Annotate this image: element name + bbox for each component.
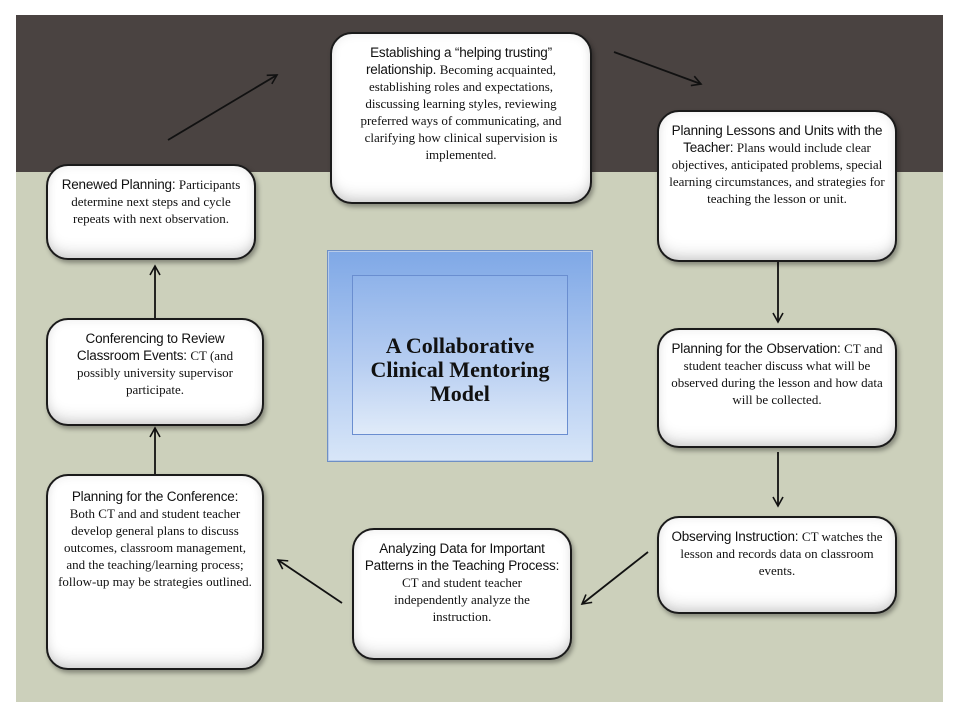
arrow-observing-to-analyzing [580, 551, 649, 606]
node-conferencing: Conferencing to Review Classroom Events:… [46, 318, 264, 426]
node-planning-conference: Planning for the Conference: Both CT and… [46, 474, 264, 670]
node-observing: Observing Instruction: CT watches the le… [657, 516, 897, 614]
node-planning-lessons: Planning Lessons and Units with the Teac… [657, 110, 897, 262]
node-renewed-body: Participants determine next steps and cy… [71, 177, 241, 226]
node-analyzing: Analyzing Data for Important Patterns in… [352, 528, 572, 660]
node-establishing-body: Becoming acquainted, establishing roles … [360, 62, 562, 162]
node-planning-lessons-head: Planning Lessons and Units with the Teac… [671, 123, 883, 155]
node-analyzing-head: Analyzing Data for Important Patterns in… [364, 541, 560, 573]
node-conferencing-body: CT (and possibly university supervisor p… [77, 348, 234, 397]
center-model-title: A Collaborative Clinical Mentoring Model [370, 333, 550, 406]
node-renewed: Renewed Planning: Participants determine… [46, 164, 256, 260]
node-conferencing-head: Conferencing to Review Classroom Events: [76, 331, 225, 363]
node-renewed-head: Renewed Planning: [61, 177, 179, 192]
arrow-establishing-to-planning-lessons [613, 51, 703, 87]
node-planning-conference-head: Planning for the Conference: [71, 489, 239, 504]
center-model-box: A Collaborative Clinical Mentoring Model [327, 250, 593, 462]
node-analyzing-body: CT and student teacher independently ana… [394, 575, 530, 624]
node-observing-body: CT watches the lesson and records data o… [680, 529, 883, 578]
node-observing-head: Observing Instruction: [671, 529, 802, 544]
node-planning-observation: Planning for the Observation: CT and stu… [657, 328, 897, 448]
node-establishing: Establishing a “helping trusting” relati… [330, 32, 592, 204]
center-model-inner: A Collaborative Clinical Mentoring Model [352, 275, 568, 435]
node-planning-conference-body: Both CT and and student teacher develop … [58, 506, 252, 589]
arrow-analyzing-to-conference [276, 559, 343, 604]
node-planning-observation-body: CT and student teacher discuss what will… [671, 341, 883, 407]
node-establishing-head: Establishing a “helping trusting” relati… [366, 45, 552, 77]
arrow-renewed-to-establishing [167, 74, 279, 141]
node-planning-lessons-body: Plans would include clear objectives, an… [669, 140, 885, 206]
node-planning-observation-head: Planning for the Observation: [671, 341, 845, 356]
